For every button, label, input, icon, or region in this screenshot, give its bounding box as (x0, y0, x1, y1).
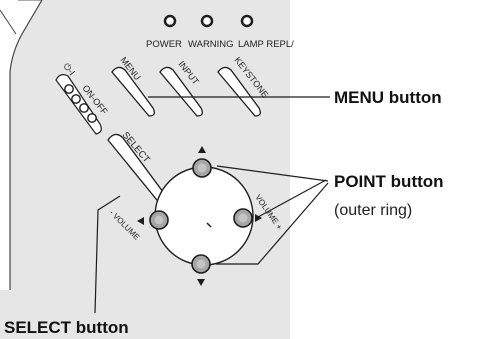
panel-edge (9, 0, 43, 290)
lamp-indicator-label: LAMP REPL/ (238, 39, 294, 50)
select-callout-line (94, 195, 121, 314)
panel-inner-edge (0, 9, 17, 35)
arrow-right-icon (255, 214, 262, 222)
keystone-button[interactable] (217, 66, 261, 117)
select-callout-label: SELECT button (4, 318, 129, 337)
point-callout-line-down (216, 182, 329, 265)
point-up-highlight (197, 163, 207, 173)
arrow-left-icon (137, 217, 144, 225)
point-left-highlight (154, 215, 164, 225)
power-indicator-label: POWER (146, 39, 182, 50)
power-indicator-icon (163, 14, 177, 28)
lamp-indicator-icon (240, 14, 254, 28)
menu-button[interactable] (111, 66, 155, 117)
arrow-down-icon (197, 279, 205, 286)
warning-indicator-icon (200, 14, 214, 28)
point-callout-label: POINT button (334, 172, 444, 191)
center-mark-icon (206, 222, 212, 228)
warning-indicator-label: WARNING (188, 39, 234, 50)
menu-callout-label: MENU button (334, 88, 442, 107)
point-right-highlight (238, 213, 248, 223)
point-down-highlight (196, 259, 206, 269)
panel-corner (0, 0, 42, 290)
on-off-button[interactable] (55, 74, 102, 135)
point-callout-note: (outer ring) (334, 202, 412, 219)
arrow-up-icon (198, 146, 206, 153)
point-callout-line-right (257, 179, 327, 218)
input-button[interactable] (159, 66, 203, 117)
point-callout-line-up (216, 165, 329, 182)
